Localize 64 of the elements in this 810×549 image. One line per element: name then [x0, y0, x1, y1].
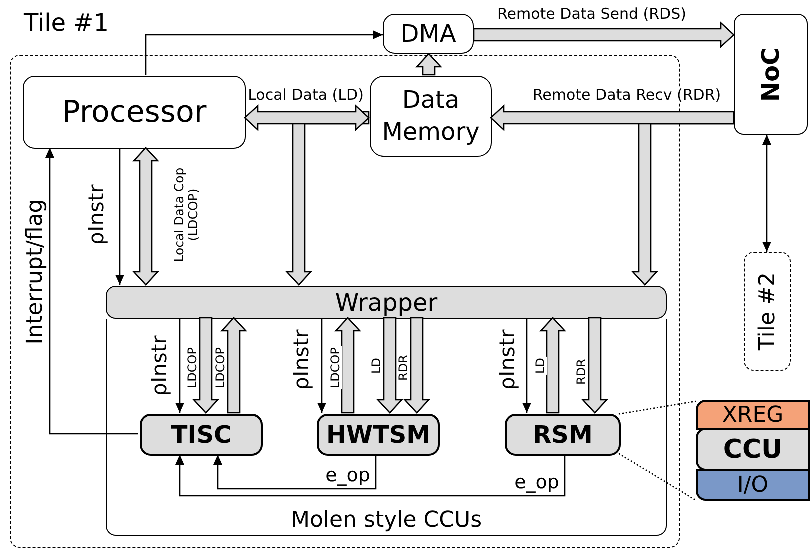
dotted-line	[618, 453, 696, 501]
arrow	[145, 30, 383, 75]
edge-label: ρInstr	[148, 334, 172, 398]
edge-label: Local Data (LD)	[247, 86, 365, 104]
node-label: XREG	[722, 402, 784, 428]
arrow	[318, 318, 326, 413]
bus-arrow	[404, 317, 430, 414]
arrow	[214, 455, 377, 490]
bus-arrow	[334, 317, 362, 414]
memory-box	[370, 76, 492, 157]
node-label: RSM	[533, 421, 593, 449]
arrow	[762, 135, 772, 252]
ccu-box	[317, 414, 440, 456]
node-label: HWTSM	[326, 421, 431, 449]
bus-arrow	[376, 317, 404, 414]
io-layer	[696, 469, 810, 501]
node-label: CCU	[723, 434, 783, 464]
bus-arrow	[473, 22, 735, 48]
bus-arrow	[540, 317, 566, 414]
node-label: DMA	[400, 20, 456, 48]
node-label: Data Memory	[381, 85, 481, 148]
node-label: NoC	[757, 47, 785, 102]
node-label: Molen style CCUs	[290, 508, 482, 533]
node-label: Wrapper	[335, 288, 438, 316]
edge-label: RDR	[575, 358, 589, 386]
edge-label: LD	[370, 357, 384, 375]
edge-label: LDCOP	[186, 346, 200, 390]
noc-box	[734, 14, 808, 135]
node-label: I/O	[737, 472, 769, 498]
bus-arrow	[416, 53, 442, 76]
ccu-box	[505, 414, 621, 456]
wrapper-bar	[106, 286, 667, 319]
dma-box	[383, 14, 474, 54]
processor-box	[23, 76, 246, 149]
edge-label: LDCOP	[214, 346, 228, 390]
bus-arrow	[192, 317, 220, 414]
bus-arrow	[244, 104, 370, 132]
arrow	[116, 148, 124, 285]
tile-heading: Tile #1	[24, 9, 110, 37]
edge-label: RDR	[397, 354, 411, 382]
bus-arrow	[582, 317, 608, 414]
edge-label: Interrupt/flag	[24, 198, 48, 346]
edge-label: ρInstr	[496, 328, 520, 392]
node-label: Tile #2	[755, 272, 780, 350]
arrow	[176, 318, 184, 413]
tile-box	[744, 252, 791, 371]
node-label: Processor	[62, 95, 207, 130]
edge-label: ρInstr	[290, 328, 314, 392]
register-layer	[696, 400, 810, 430]
edge-label: LD	[534, 357, 548, 375]
edge-label: LDCOP	[329, 346, 343, 390]
node-label: TISC	[171, 421, 232, 449]
edge-label: ρInstr	[85, 184, 109, 246]
arrow	[176, 455, 566, 497]
ccu-box	[140, 414, 263, 456]
bus-arrow	[490, 104, 735, 132]
arrow	[522, 318, 532, 413]
arrow	[46, 148, 138, 435]
ccu-layer	[696, 428, 810, 471]
dotted-line	[618, 400, 696, 415]
edge-label: Remote Data Recv (RDR)	[532, 86, 722, 104]
edge-label: Remote Data Send (RDS)	[496, 6, 688, 22]
bus-arrow	[132, 147, 160, 286]
bus-arrow	[220, 317, 248, 414]
